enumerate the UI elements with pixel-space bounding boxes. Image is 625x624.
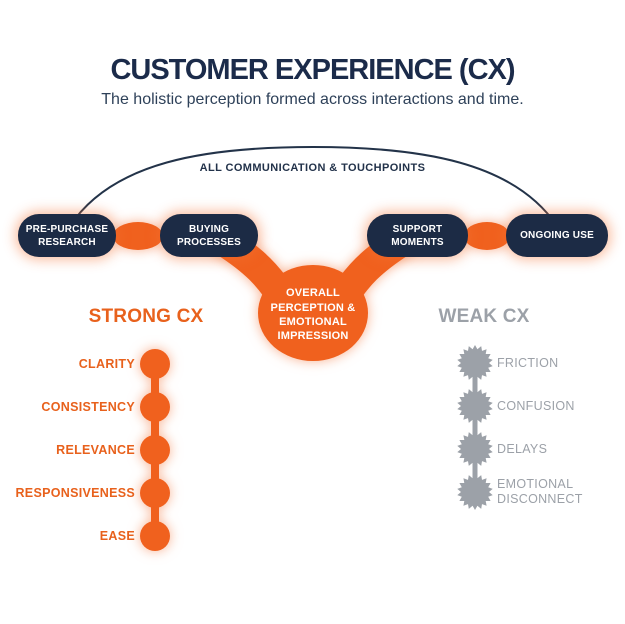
weak-item-delays: DELAYS xyxy=(497,442,548,456)
strong-item-clarity: CLARITY xyxy=(78,357,135,371)
center-perception-blob xyxy=(258,265,368,361)
connector-node1-node2 xyxy=(113,222,163,250)
weak-item-friction: FRICTION xyxy=(497,356,559,370)
touchpoint-pre-purchase-research: PRE-PURCHASE RESEARCH xyxy=(18,214,116,257)
strong-item-ease: EASE xyxy=(99,529,135,543)
strong-cx-heading: STRONG CX xyxy=(88,306,204,327)
weak-chain-link xyxy=(472,363,478,492)
center-perception-label: OVERALL PERCEPTION & EMOTIONAL IMPRESSIO… xyxy=(270,287,356,343)
strong-item-responsiveness: RESPONSIVENESS xyxy=(15,486,135,500)
touchpoint-ongoing-use: ONGOING USE xyxy=(506,214,608,257)
strong-chain-node-4 xyxy=(140,478,170,508)
page-subtitle: The holistic perception formed across in… xyxy=(101,91,524,108)
touchpoint-buying-processes: BUYING PROCESSES xyxy=(160,214,258,257)
connector-node3-node4 xyxy=(464,222,510,250)
emotional-disconnect-burst-icon xyxy=(457,474,493,510)
confusion-burst-icon xyxy=(457,388,493,424)
weak-item-emotional-disconnect: EMOTIONAL DISCONNECT xyxy=(497,477,583,506)
arc-label: ALL COMMUNICATION & TOUCHPOINTS xyxy=(199,162,426,174)
strong-chain-node-5 xyxy=(140,521,170,551)
touchpoints-arc-line xyxy=(69,145,558,227)
weak-item-confusion: CONFUSION xyxy=(497,399,575,413)
strong-chain-node-2 xyxy=(140,392,170,422)
strong-item-consistency: CONSISTENCY xyxy=(41,400,135,414)
touchpoint-label: BUYING PROCESSES xyxy=(176,223,242,248)
orange-flow-shapes xyxy=(113,222,510,551)
touchpoint-label: ONGOING USE xyxy=(520,230,594,241)
friction-burst-icon xyxy=(457,345,493,381)
strong-item-relevance: RELEVANCE xyxy=(56,443,135,457)
weak-cx-heading: WEAK CX xyxy=(438,306,530,327)
page-title: CUSTOMER EXPERIENCE (CX) xyxy=(110,54,515,86)
strong-chain-node-3 xyxy=(140,435,170,465)
strong-chain-node-1 xyxy=(140,349,170,379)
delays-burst-icon xyxy=(457,431,493,467)
touchpoint-support-moments: SUPPORT MOMENTS xyxy=(367,214,468,257)
touchpoint-label: PRE-PURCHASE RESEARCH xyxy=(25,223,109,248)
weak-chain-shapes xyxy=(457,345,493,510)
touchpoint-label: SUPPORT MOMENTS xyxy=(391,223,444,248)
